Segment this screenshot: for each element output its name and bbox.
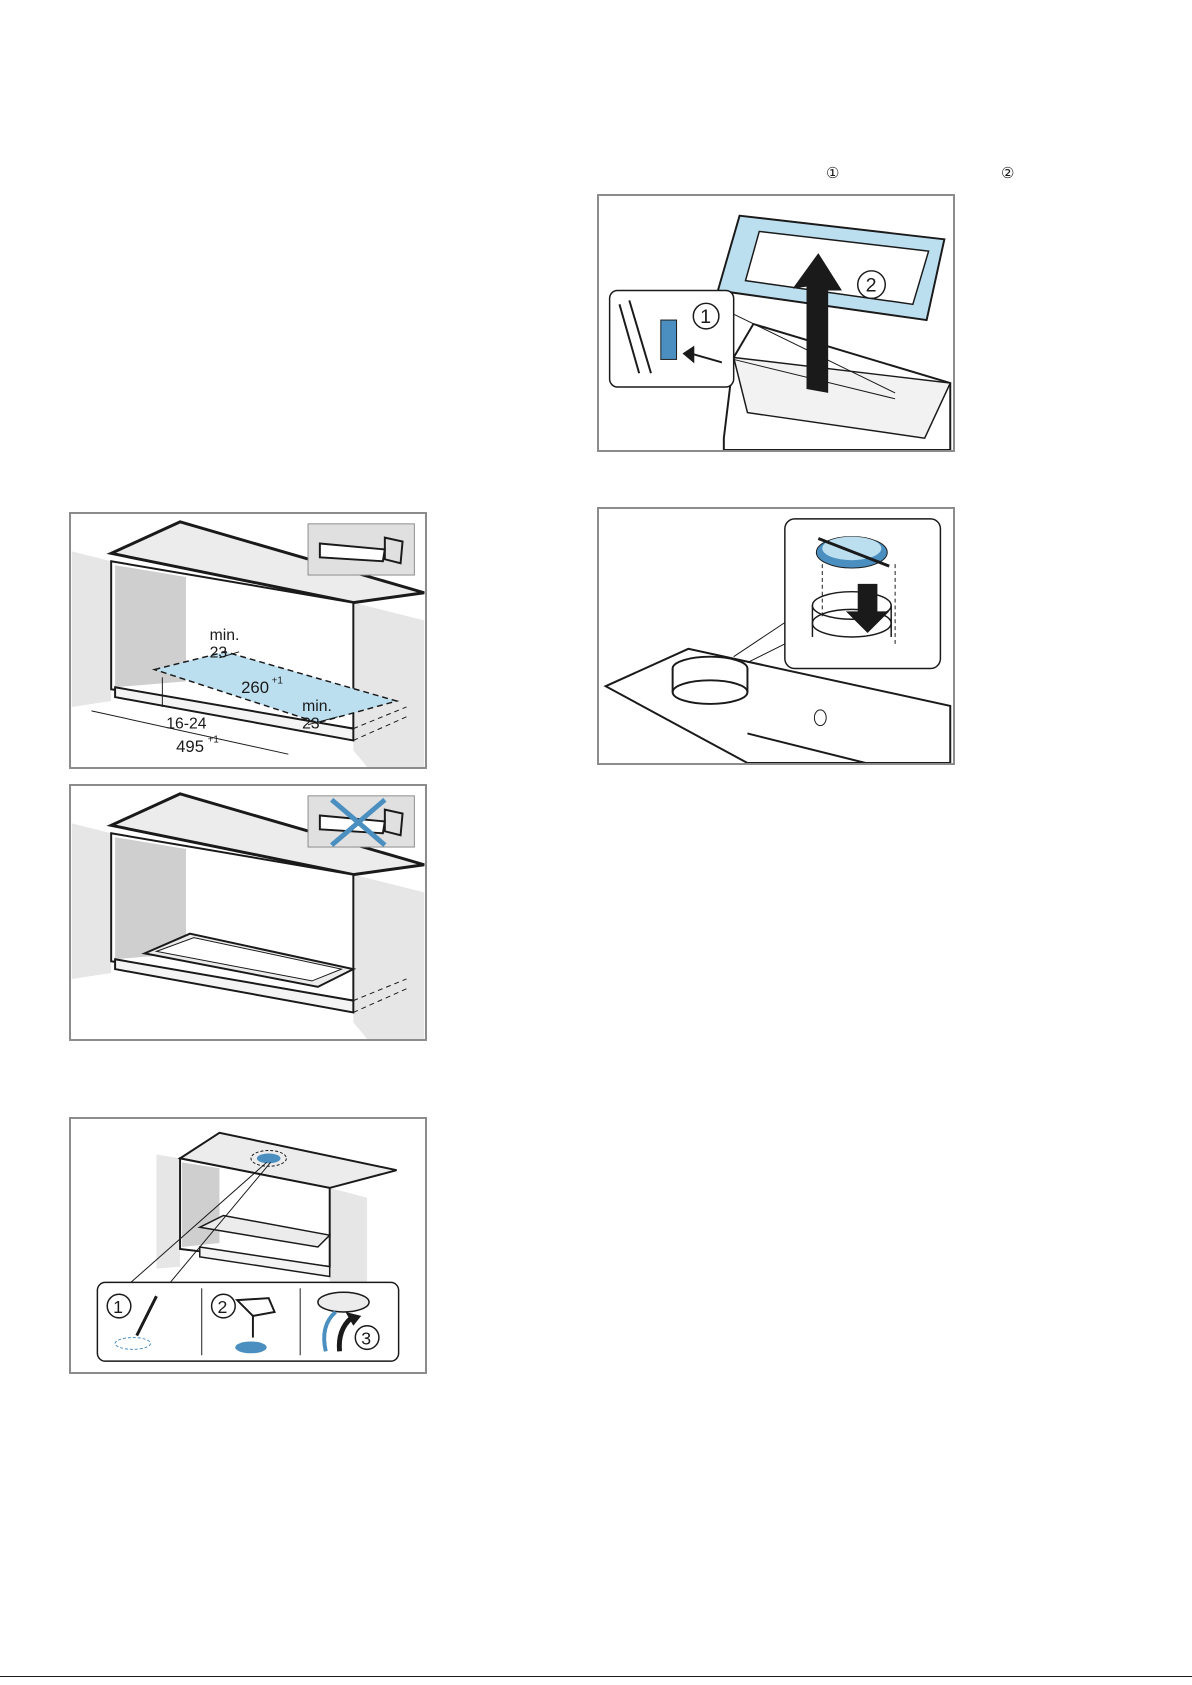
saw-icon (308, 524, 414, 575)
page-bottom-rule (0, 1676, 1192, 1677)
figure-no-cut (69, 784, 427, 1041)
grease-filter (718, 216, 944, 320)
figure-drilling-steps: 1 2 3 (69, 1117, 427, 1374)
min-label-left: min. (210, 627, 240, 644)
no-saw-icon (308, 796, 414, 847)
figure-filter-removal: 2 1 (597, 194, 955, 452)
min-value-right: 23 (302, 716, 320, 733)
step-marker-1: ① (826, 164, 839, 184)
min-label-right: min. (302, 698, 332, 715)
step-marker-2: ② (1001, 164, 1014, 184)
figure-flap-installation (597, 507, 955, 765)
flap-detail-inset (785, 519, 941, 669)
width-tolerance: +1 (272, 675, 283, 686)
latch-detail-inset: 1 (610, 291, 734, 387)
step-2-label: 2 (217, 1297, 227, 1317)
width-dimension: 260 (241, 678, 269, 697)
offset-dimension: 16-24 (166, 716, 207, 733)
filter-step-2-label: 2 (866, 274, 877, 296)
step-1-label: 1 (113, 1297, 123, 1317)
min-value-left: 23 (210, 645, 228, 662)
step-3-label: 3 (361, 1328, 371, 1348)
filter-step-1-label: 1 (700, 306, 711, 328)
depth-dimension: 495 (176, 737, 204, 756)
depth-tolerance: +1 (208, 734, 219, 745)
figure-cutout-dimensions: min. 23 260 +1 min. 23 16-24 495 +1 (69, 512, 427, 769)
